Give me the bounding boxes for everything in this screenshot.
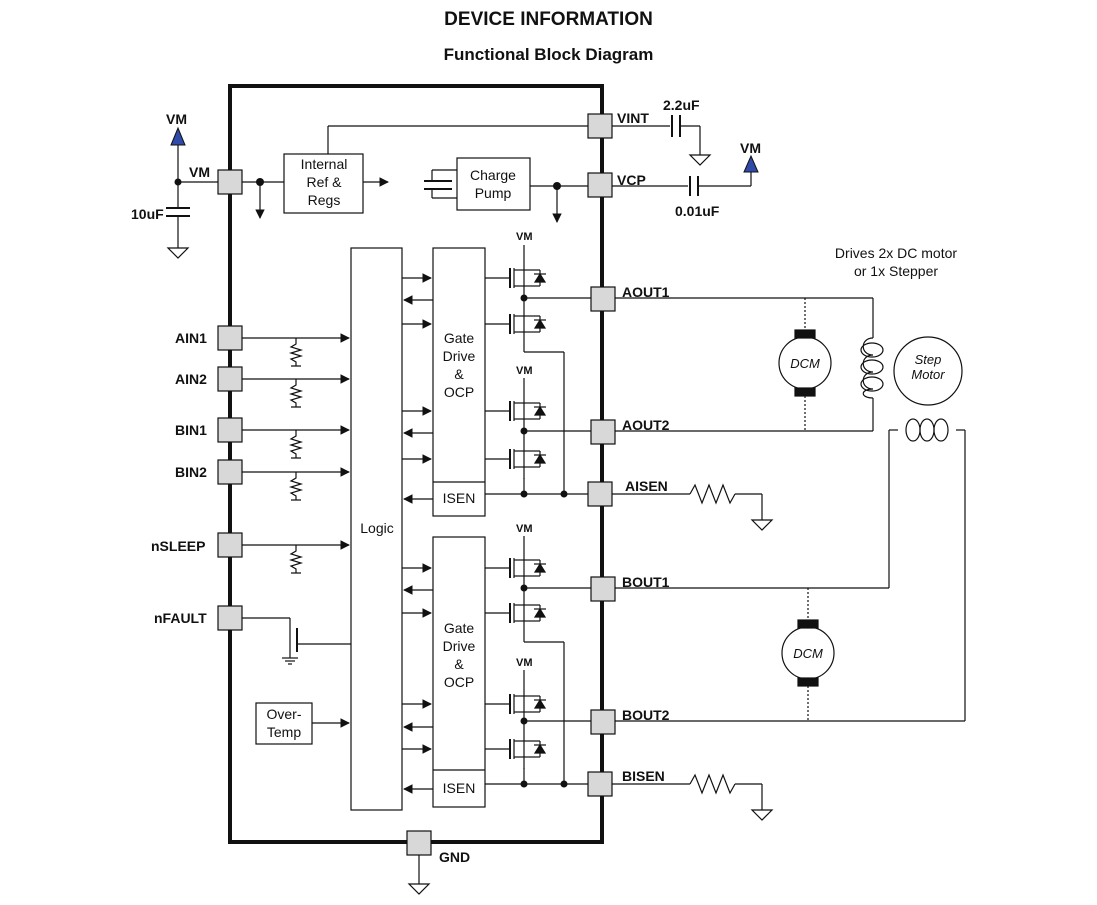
page-title: DEVICE INFORMATION <box>444 9 653 30</box>
motor-note-line-2: or 1x Stepper <box>854 263 938 279</box>
gate-drive-a-line-2: Drive <box>443 348 476 364</box>
pin-label-nfault: nFAULT <box>154 610 207 626</box>
internal-ref-block <box>283 153 364 214</box>
gate-drive-b-line-3: & <box>454 656 464 672</box>
pad-bin2 <box>217 459 243 485</box>
cap-label-0-01uf: 0.01uF <box>675 203 720 219</box>
pad-aisen <box>587 481 613 507</box>
pin-label-bin1: BIN1 <box>175 422 207 438</box>
pad-vcp <box>587 172 613 198</box>
gate-drive-b-line-1: Gate <box>444 620 475 636</box>
vm-label-bridge-a-low: VM <box>516 365 533 377</box>
pin-label-aout2: AOUT2 <box>622 417 670 433</box>
pad-bout1 <box>590 576 616 602</box>
dcm-b-label: DCM <box>793 646 823 661</box>
pad-vm <box>217 169 243 195</box>
gate-drive-b-block <box>432 536 486 808</box>
internal-ref-line-3: Regs <box>308 192 341 208</box>
pad-vint <box>587 113 613 139</box>
pin-label-bout2: BOUT2 <box>622 707 670 723</box>
pad-bout2 <box>590 709 616 735</box>
stepper-coil-a <box>860 337 884 399</box>
logic-gate-arrows <box>402 273 433 794</box>
junction-dots <box>174 178 568 788</box>
charge-pump-block <box>456 157 531 211</box>
pin-label-aisen: AISEN <box>625 478 668 494</box>
charge-pump-line-2: Pump <box>475 185 512 201</box>
pad-ain2 <box>217 366 243 392</box>
vm-supply-label-right: VM <box>740 140 761 156</box>
ground-symbols <box>166 154 774 895</box>
vm-supply-label-left: VM <box>166 111 187 127</box>
pin-label-vint: VINT <box>617 110 649 126</box>
isen-a-label: ISEN <box>443 490 476 506</box>
vm-label-bridge-b-low: VM <box>516 657 533 669</box>
gate-drive-a-line-3: & <box>454 366 464 382</box>
over-temp-line-1: Over- <box>267 706 302 722</box>
pad-bisen <box>587 771 613 797</box>
pad-gnd <box>406 830 432 856</box>
pad-nsleep <box>217 532 243 558</box>
pin-label-vcp: VCP <box>617 172 646 188</box>
pin-label-aout1: AOUT1 <box>622 284 670 300</box>
pin-label-bisen: BISEN <box>622 768 665 784</box>
pad-ain1 <box>217 325 243 351</box>
diagram-subtitle: Functional Block Diagram <box>443 45 654 64</box>
dc-motor-b <box>781 619 835 687</box>
pin-label-ain1: AIN1 <box>175 330 207 346</box>
internal-ref-line-2: Ref & <box>306 174 342 190</box>
gate-drive-b-line-2: Drive <box>443 638 476 654</box>
mosfets <box>509 258 547 769</box>
cap-label-2-2uf: 2.2uF <box>663 97 700 113</box>
pin-label-gnd: GND <box>439 849 470 865</box>
over-temp-line-2: Temp <box>267 724 301 740</box>
pad-bin1 <box>217 417 243 443</box>
pulldown-resistors <box>288 338 304 574</box>
step-motor-line-2: Motor <box>911 367 945 382</box>
step-motor-circle <box>893 336 963 406</box>
pin-label-vm: VM <box>189 164 210 180</box>
pad-nfault <box>217 605 243 631</box>
pin-label-bout1: BOUT1 <box>622 574 670 590</box>
step-motor-line-1: Step <box>915 352 942 367</box>
cap-label-10uf: 10uF <box>131 206 164 222</box>
pin-label-ain2: AIN2 <box>175 371 207 387</box>
pad-aout1 <box>590 286 616 312</box>
logic-block <box>350 247 403 811</box>
gate-drive-a-line-4: OCP <box>444 384 474 400</box>
vm-label-bridge-a-high: VM <box>516 231 533 243</box>
logic-label: Logic <box>360 520 393 536</box>
gate-drive-a-block <box>432 247 486 517</box>
gate-drive-b-line-4: OCP <box>444 674 474 690</box>
pin-label-bin2: BIN2 <box>175 464 207 480</box>
pad-aout2 <box>590 419 616 445</box>
stepper-coil-b <box>905 418 949 442</box>
charge-pump-line-1: Charge <box>470 167 516 183</box>
dcm-a-label: DCM <box>790 356 820 371</box>
vm-label-bridge-b-high: VM <box>516 523 533 535</box>
pin-label-nsleep: nSLEEP <box>151 538 205 554</box>
internal-ref-line-1: Internal <box>301 156 348 172</box>
dc-motor-a <box>778 329 832 397</box>
isen-b-label: ISEN <box>443 780 476 796</box>
motor-note-line-1: Drives 2x DC motor <box>835 245 957 261</box>
vm-supply-icons <box>170 126 759 173</box>
gate-drive-a-line-1: Gate <box>444 330 475 346</box>
